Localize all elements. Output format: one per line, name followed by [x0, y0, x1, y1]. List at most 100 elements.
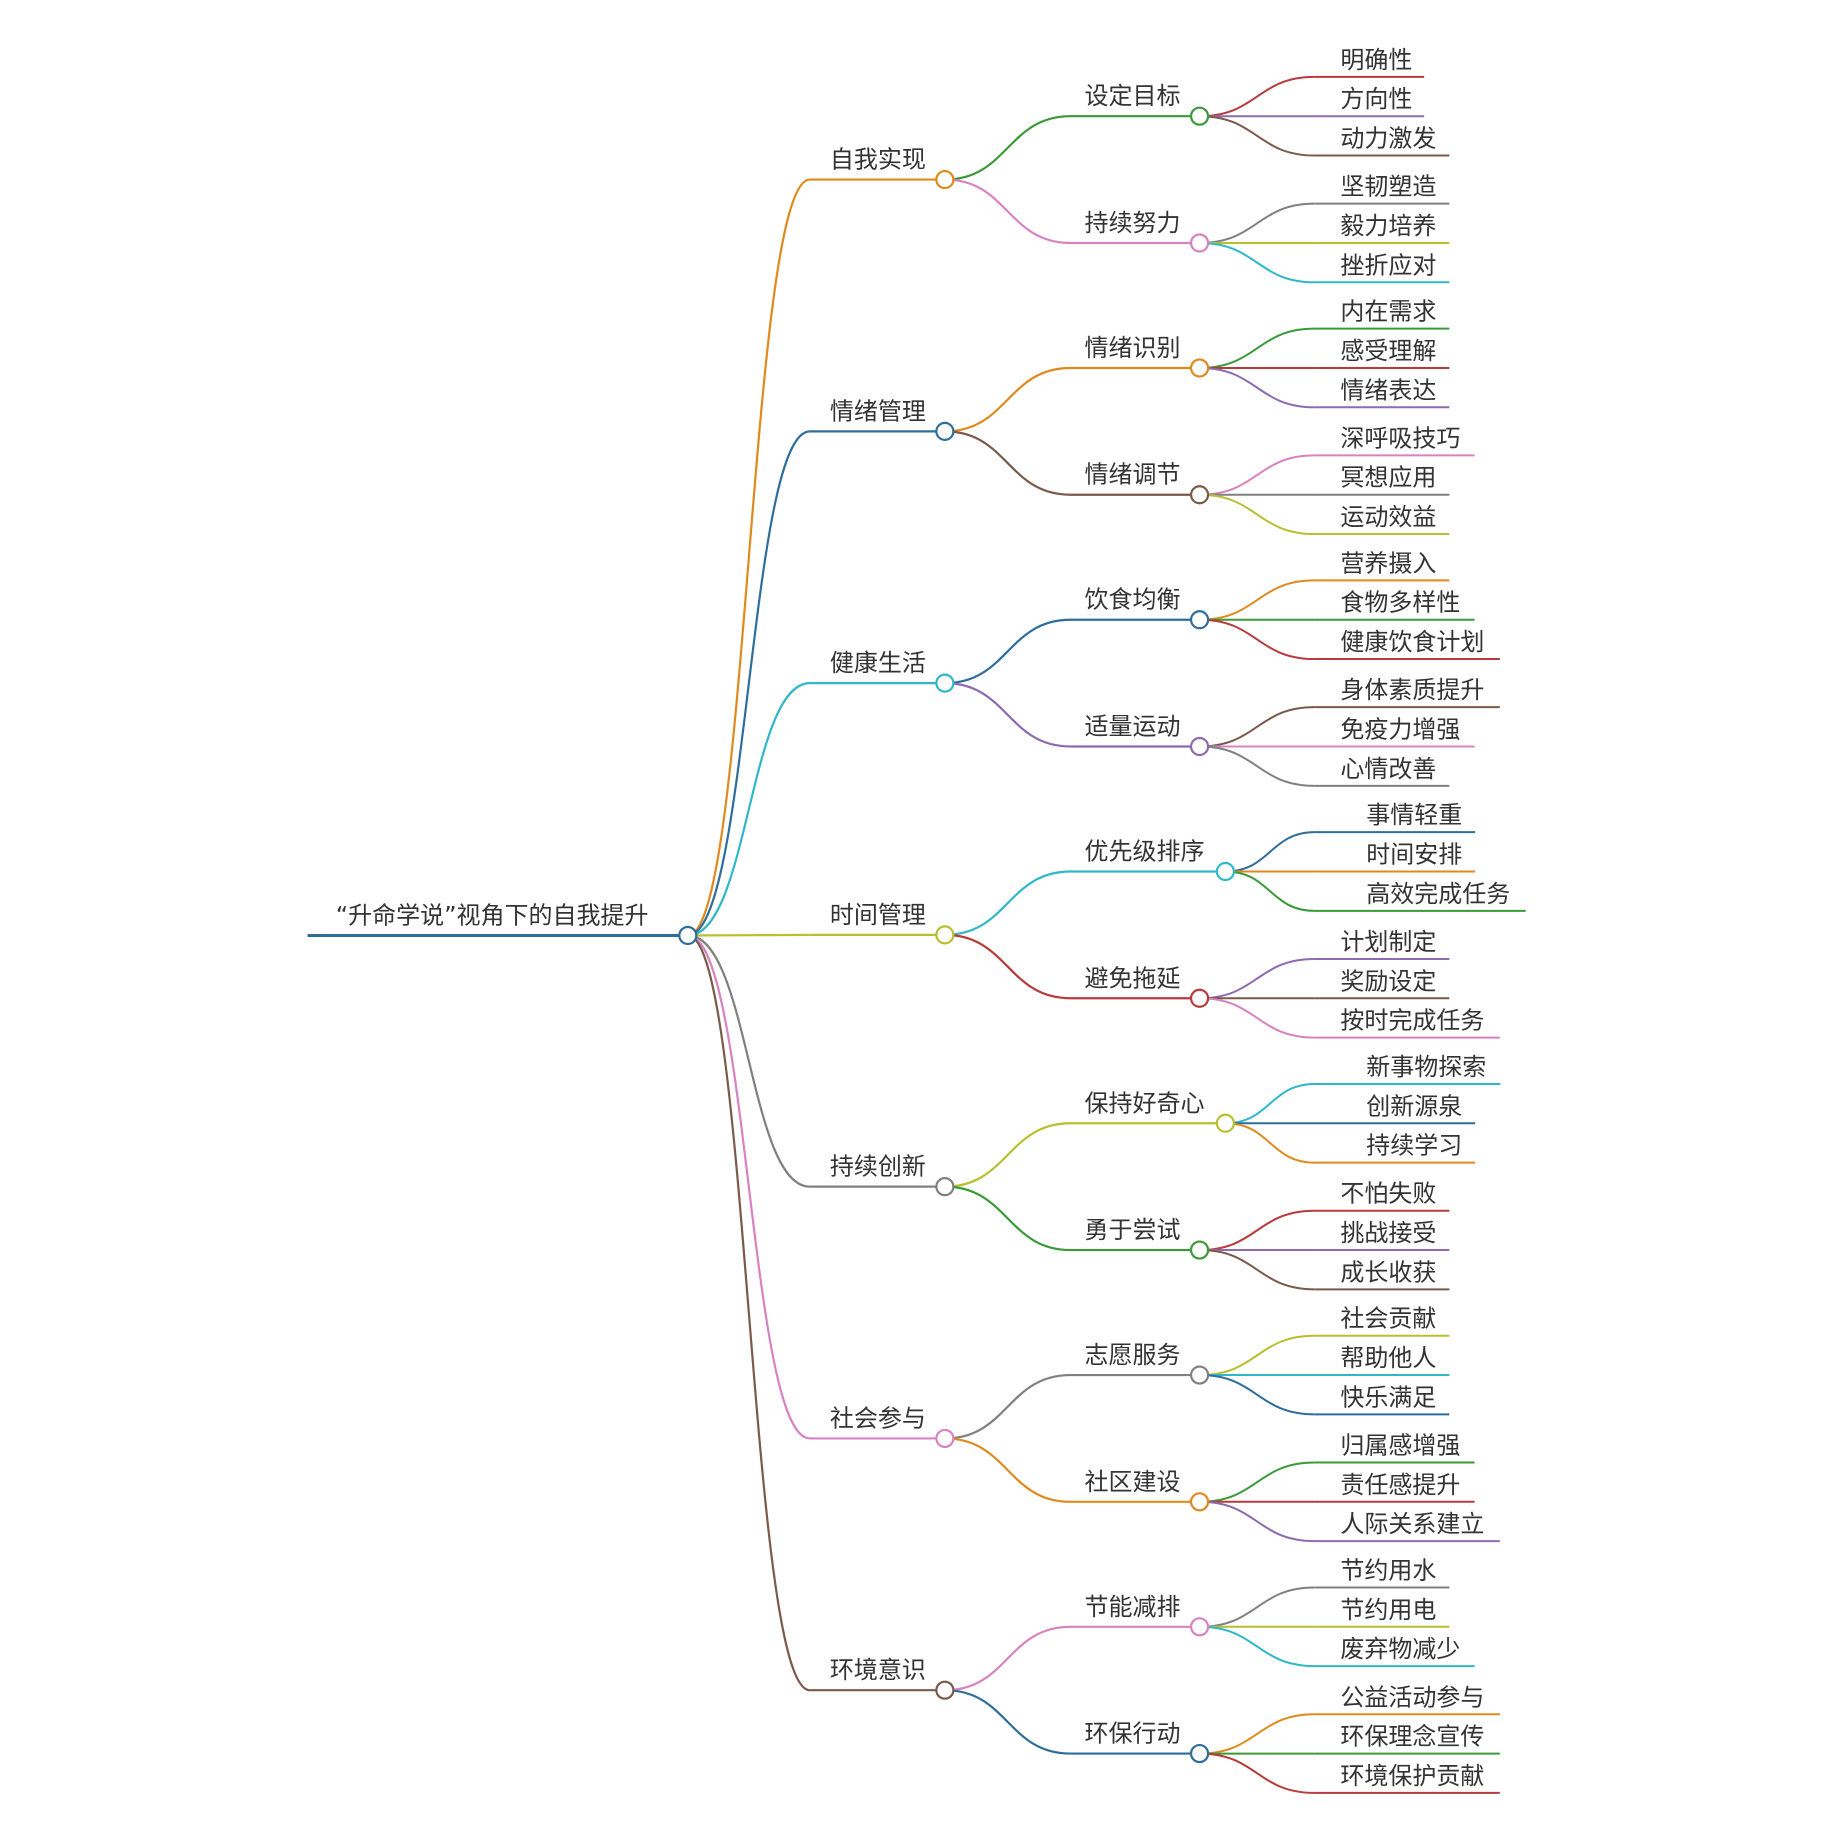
topic-node-circle[interactable] [1189, 610, 1210, 630]
topic-node-circle[interactable] [1189, 1240, 1210, 1260]
root-node-circle[interactable] [678, 925, 698, 946]
edge-topic-leaf [1199, 115, 1315, 157]
edge-topic-leaf [1199, 618, 1315, 661]
edge-topic-leaf [1199, 1334, 1315, 1377]
leaf-label: 节约用水 [1340, 1556, 1436, 1584]
edge-topic-leaf [1199, 957, 1315, 1000]
leaf-label: 挑战接受 [1340, 1219, 1436, 1247]
branch-node-circle[interactable] [935, 673, 955, 693]
leaf-label: 毅力培养 [1340, 212, 1436, 240]
leaf-label: 免疫力增强 [1340, 716, 1460, 744]
topic-label: 节能减排 [1085, 1593, 1181, 1621]
edge-branch-topic [944, 682, 1071, 748]
edge-topic-leaf [1199, 493, 1315, 536]
edge-topic-leaf [1199, 1625, 1315, 1668]
leaf-label: 节约用电 [1340, 1596, 1436, 1624]
edge-branch-topic [944, 1373, 1071, 1440]
leaf-label: 新事物探索 [1366, 1053, 1486, 1081]
edge-topic-leaf [1199, 1752, 1315, 1794]
leaf-label: 内在需求 [1340, 298, 1436, 326]
branch-node-circle[interactable] [935, 1177, 955, 1197]
topic-node-circle[interactable] [1215, 1113, 1235, 1133]
edge-branch-topic [944, 1689, 1071, 1755]
edge-topic-leaf [1199, 706, 1315, 748]
edge-branch-topic [944, 1625, 1071, 1692]
topic-node-circle[interactable] [1189, 988, 1210, 1008]
leaf-label: 归属感增强 [1340, 1431, 1460, 1459]
branch-label: 环境意识 [830, 1656, 926, 1684]
edge-topic-leaf [1199, 202, 1315, 244]
topic-node-circle[interactable] [1189, 736, 1210, 757]
edge-topic-leaf [1225, 1122, 1315, 1164]
branch-node-circle[interactable] [935, 421, 955, 441]
edge-branch-topic [944, 618, 1071, 685]
branch-node-circle[interactable] [935, 169, 955, 190]
leaf-label: 奖励设定 [1340, 967, 1436, 995]
edge-topic-leaf [1199, 1209, 1315, 1252]
leaf-label: 方向性 [1340, 85, 1412, 113]
leaf-label: 心情改善 [1340, 755, 1436, 783]
topic-label: 情绪识别 [1085, 334, 1181, 362]
topic-node-circle[interactable] [1189, 106, 1210, 126]
edge-root-branch [687, 682, 810, 937]
edge-topic-leaf [1199, 454, 1315, 496]
branch-node-circle[interactable] [935, 1428, 955, 1449]
edge-topic-leaf [1199, 1713, 1315, 1755]
edge-branch-topic [944, 366, 1071, 433]
branch-node-circle[interactable] [935, 1680, 955, 1700]
topic-node-circle[interactable] [1189, 233, 1210, 253]
topic-label: 志愿服务 [1085, 1341, 1181, 1369]
leaf-label: 创新源泉 [1366, 1092, 1462, 1120]
branch-label: 健康生活 [830, 649, 926, 677]
branch-label: 持续创新 [830, 1153, 926, 1181]
topic-label: 避免拖延 [1085, 964, 1181, 992]
leaf-label: 明确性 [1340, 46, 1412, 74]
edge-root-branch [687, 934, 811, 1440]
topic-node-circle[interactable] [1189, 1617, 1210, 1637]
leaf-label: 深呼吸技巧 [1340, 424, 1460, 452]
topic-node-circle[interactable] [1189, 1492, 1210, 1512]
topic-label: 社区建设 [1085, 1468, 1181, 1496]
leaf-label: 冥想应用 [1340, 464, 1436, 492]
edge-topic-leaf [1199, 1500, 1315, 1543]
leaf-label: 帮助他人 [1340, 1344, 1436, 1372]
topic-node-circle[interactable] [1189, 485, 1210, 505]
leaf-label: 运动效益 [1340, 503, 1436, 531]
topic-label: 设定目标 [1085, 82, 1181, 110]
topic-node-circle[interactable] [1215, 861, 1235, 882]
topic-label: 保持好奇心 [1085, 1089, 1205, 1117]
leaf-label: 公益活动参与 [1340, 1683, 1484, 1711]
leaf-label: 按时完成任务 [1340, 1007, 1484, 1035]
leaf-label: 感受理解 [1340, 337, 1436, 365]
topic-node-circle[interactable] [1189, 358, 1210, 378]
topic-node-circle[interactable] [1189, 1365, 1210, 1385]
topic-label: 适量运动 [1085, 713, 1181, 741]
leaf-label: 情绪表达 [1340, 376, 1436, 404]
edge-topic-leaf [1225, 831, 1315, 873]
leaf-label: 成长收获 [1340, 1258, 1436, 1286]
leaf-label: 环境保护贡献 [1340, 1762, 1484, 1790]
topic-label: 情绪调节 [1085, 461, 1181, 489]
edge-topic-leaf [1199, 75, 1315, 118]
branch-label: 情绪管理 [830, 397, 926, 425]
leaf-label: 计划制定 [1340, 928, 1436, 956]
edge-branch-topic [944, 1185, 1071, 1252]
edge-topic-leaf [1199, 1374, 1315, 1416]
leaf-label: 社会贡献 [1340, 1305, 1436, 1333]
leaf-label: 时间安排 [1366, 841, 1462, 869]
leaf-label: 营养摄入 [1340, 549, 1436, 577]
edge-topic-leaf [1199, 241, 1315, 284]
leaf-label: 身体素质提升 [1340, 676, 1484, 704]
leaf-label: 高效完成任务 [1366, 880, 1510, 908]
edge-root-branch [687, 933, 810, 937]
leaf-label: 健康饮食计划 [1340, 628, 1484, 656]
topic-node-circle[interactable] [1189, 1743, 1210, 1764]
edges-layer [307, 75, 1526, 1794]
leaf-label: 人际关系建立 [1340, 1510, 1484, 1538]
leaf-label: 环保理念宣传 [1340, 1723, 1484, 1751]
branch-node-circle[interactable] [935, 925, 955, 945]
edge-branch-topic [944, 870, 1071, 936]
leaf-label: 动力激发 [1340, 125, 1436, 153]
leaf-label: 责任感提升 [1340, 1471, 1460, 1499]
